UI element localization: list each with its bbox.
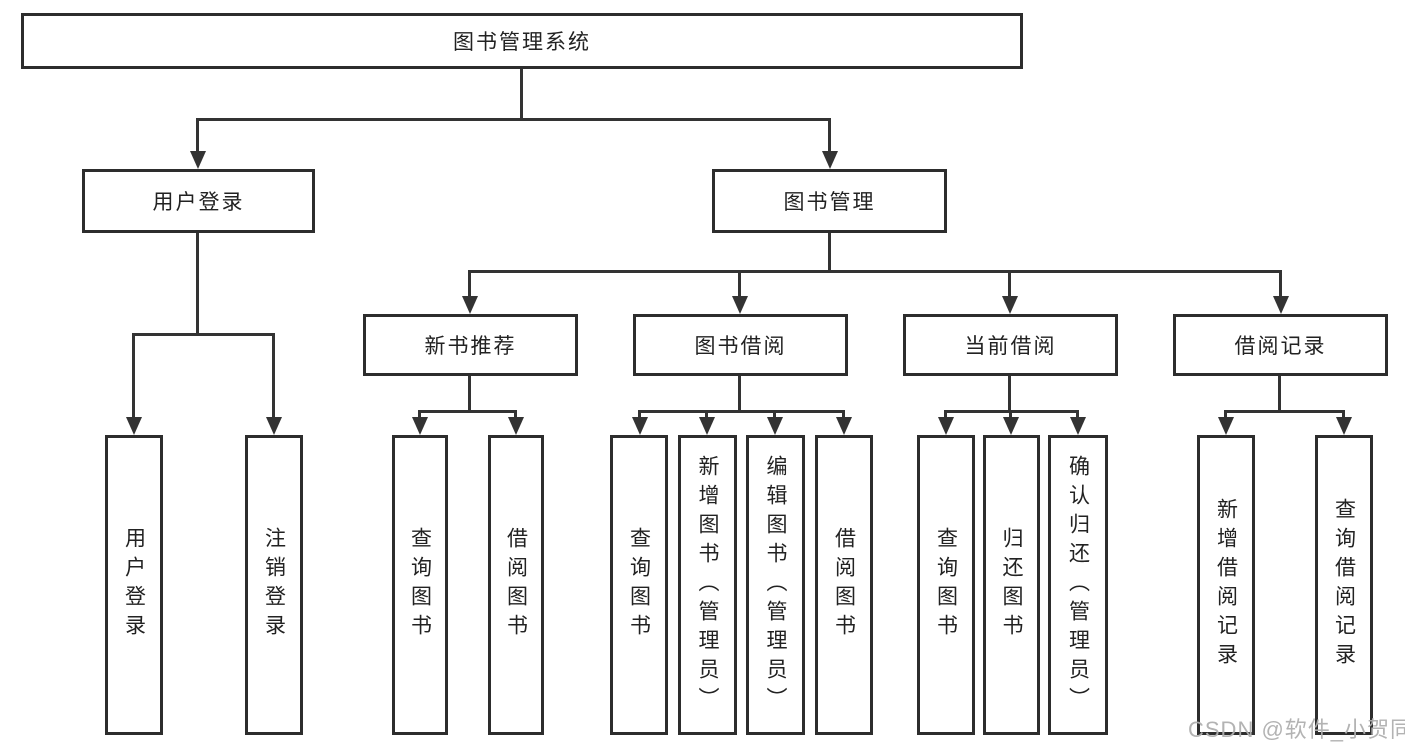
connector-line xyxy=(418,410,517,413)
node-borrowing-records: 借阅记录 xyxy=(1173,314,1388,376)
node-leaf-borrow-books-bor: 借阅图书 xyxy=(815,435,873,735)
node-leaf-return-books: 归还图书 xyxy=(983,435,1040,735)
connector-line xyxy=(196,120,199,152)
node-label-root-system: 图书管理系统 xyxy=(453,31,591,54)
connector-line xyxy=(1342,412,1345,421)
node-label-leaf-user-login: 用户登录 xyxy=(122,527,146,643)
connector-line xyxy=(514,412,517,421)
node-label-borrowing-records: 借阅记录 xyxy=(1234,335,1327,358)
node-label-current-borrowing: 当前借阅 xyxy=(964,335,1057,358)
connector-line xyxy=(196,233,199,335)
arrowhead-down-icon xyxy=(126,417,142,435)
node-label-leaf-add-books-admin: 新增图书（管理员） xyxy=(696,454,719,716)
connector-line xyxy=(1076,412,1079,421)
arrowhead-down-icon xyxy=(266,417,282,435)
arrowhead-down-icon xyxy=(1070,417,1086,435)
node-label-book-borrowing: 图书借阅 xyxy=(694,335,787,358)
connector-line xyxy=(842,412,845,421)
connector-line xyxy=(132,333,275,336)
node-leaf-logout: 注销登录 xyxy=(245,435,303,735)
csdn-watermark: CSDN @软件_小贺同学 xyxy=(1188,717,1405,742)
connector-line xyxy=(828,233,831,272)
connector-line xyxy=(132,335,135,419)
connector-line xyxy=(272,335,275,419)
connector-line xyxy=(196,118,831,121)
connector-line xyxy=(738,272,741,298)
connector-line xyxy=(638,412,641,421)
node-leaf-add-books-admin: 新增图书（管理员） xyxy=(678,435,737,735)
node-user-login-group: 用户登录 xyxy=(82,169,315,233)
connector-line xyxy=(468,272,471,298)
arrowhead-down-icon xyxy=(462,296,478,314)
arrowhead-down-icon xyxy=(1218,417,1234,435)
arrowhead-down-icon xyxy=(1003,417,1019,435)
node-label-leaf-confirm-return: 确认归还（管理员） xyxy=(1066,454,1090,716)
node-label-leaf-query-books-rec: 查询图书 xyxy=(408,527,432,643)
node-label-book-management: 图书管理 xyxy=(783,191,876,214)
node-leaf-user-login: 用户登录 xyxy=(105,435,163,735)
connector-line xyxy=(705,412,708,421)
connector-line xyxy=(1224,412,1227,421)
connector-line xyxy=(1008,376,1011,412)
node-label-leaf-return-books: 归还图书 xyxy=(1000,527,1023,643)
node-new-book-recommend: 新书推荐 xyxy=(363,314,578,376)
node-leaf-query-borrow-rec: 查询借阅记录 xyxy=(1315,435,1373,735)
node-book-management: 图书管理 xyxy=(712,169,947,233)
arrowhead-down-icon xyxy=(1273,296,1289,314)
connector-line xyxy=(944,410,1079,413)
connector-line xyxy=(738,376,741,412)
node-leaf-query-books-cur: 查询图书 xyxy=(917,435,975,735)
arrowhead-down-icon xyxy=(732,296,748,314)
connector-line xyxy=(638,410,845,413)
connector-line xyxy=(1009,412,1012,421)
connector-line xyxy=(1224,410,1345,413)
node-label-leaf-edit-books-admin: 编辑图书（管理员） xyxy=(764,454,787,716)
node-root-system: 图书管理系统 xyxy=(21,13,1023,69)
node-book-borrowing: 图书借阅 xyxy=(633,314,848,376)
connector-line xyxy=(468,376,471,412)
node-leaf-confirm-return: 确认归还（管理员） xyxy=(1048,435,1108,735)
node-label-leaf-logout: 注销登录 xyxy=(262,527,286,643)
arrowhead-down-icon xyxy=(412,417,428,435)
connector-line xyxy=(944,412,947,421)
connector-line xyxy=(828,120,831,152)
node-label-leaf-borrow-books-bor: 借阅图书 xyxy=(832,527,856,643)
connector-line xyxy=(773,412,776,421)
node-label-leaf-query-borrow-rec: 查询借阅记录 xyxy=(1332,498,1356,672)
connector-line xyxy=(418,412,421,421)
node-label-leaf-borrow-books-rec: 借阅图书 xyxy=(504,527,528,643)
connector-line xyxy=(1008,272,1011,298)
node-leaf-edit-books-admin: 编辑图书（管理员） xyxy=(746,435,805,735)
connector-line xyxy=(468,270,1282,273)
connector-line xyxy=(1278,376,1281,412)
node-current-borrowing: 当前借阅 xyxy=(903,314,1118,376)
node-label-leaf-query-books-bor: 查询图书 xyxy=(627,527,651,643)
arrowhead-down-icon xyxy=(508,417,524,435)
node-leaf-query-books-rec: 查询图书 xyxy=(392,435,448,735)
node-leaf-query-books-bor: 查询图书 xyxy=(610,435,668,735)
connector-line xyxy=(1279,272,1282,298)
node-leaf-add-borrow-rec: 新增借阅记录 xyxy=(1197,435,1255,735)
node-label-leaf-add-borrow-rec: 新增借阅记录 xyxy=(1214,498,1238,672)
arrowhead-down-icon xyxy=(632,417,648,435)
arrowhead-down-icon xyxy=(836,417,852,435)
arrowhead-down-icon xyxy=(822,151,838,169)
arrowhead-down-icon xyxy=(190,151,206,169)
arrowhead-down-icon xyxy=(938,417,954,435)
connector-line xyxy=(520,69,523,120)
node-label-user-login-group: 用户登录 xyxy=(152,191,245,214)
arrowhead-down-icon xyxy=(1336,417,1352,435)
arrowhead-down-icon xyxy=(767,417,783,435)
node-leaf-borrow-books-rec: 借阅图书 xyxy=(488,435,544,735)
node-label-leaf-query-books-cur: 查询图书 xyxy=(934,527,958,643)
node-label-new-book-recommend: 新书推荐 xyxy=(424,335,517,358)
arrowhead-down-icon xyxy=(699,417,715,435)
arrowhead-down-icon xyxy=(1002,296,1018,314)
